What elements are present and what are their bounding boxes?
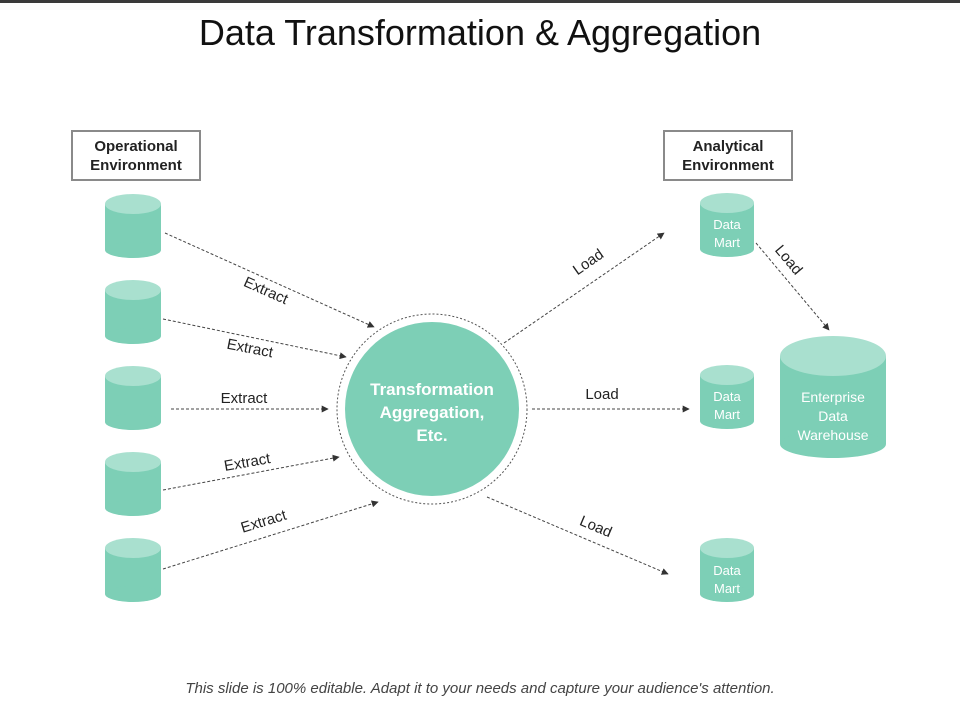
extract-arrow-1 — [164, 232, 375, 328]
analytical-label-line2: Environment — [682, 157, 774, 174]
warehouse-label-line2: Data — [818, 408, 848, 424]
source-database-3 — [105, 366, 161, 430]
extract-label-3: Extract — [221, 390, 269, 407]
extract-label-4: Extract — [223, 450, 273, 475]
extract-label-2: Extract — [225, 336, 275, 362]
load-arrow-top — [503, 232, 665, 344]
data-mart-top-line1: Data — [713, 217, 741, 232]
center-label-line1: Transformation — [370, 380, 494, 399]
source-database-1 — [105, 194, 161, 258]
transformation-circle — [345, 322, 519, 496]
warehouse-label-line3: Warehouse — [797, 427, 868, 443]
extract-arrow-2 — [162, 318, 347, 360]
center-label-line2: Aggregation, — [380, 403, 485, 422]
load-label-warehouse: Load — [771, 242, 805, 278]
load-label-middle: Load — [585, 386, 618, 403]
center-label-line3: Etc. — [416, 426, 447, 445]
load-label-bottom: Load — [577, 513, 614, 542]
data-mart-bottom-line2: Mart — [714, 581, 740, 596]
operational-label-line1: Operational — [94, 138, 178, 155]
operational-label-line2: Environment — [90, 157, 182, 174]
data-mart-middle-line2: Mart — [714, 407, 740, 422]
enterprise-data-warehouse: Enterprise Data Warehouse — [780, 336, 886, 458]
operational-environment-box: Operational Environment — [71, 130, 201, 181]
transformation-outer-ring — [336, 313, 528, 505]
top-rule — [0, 0, 960, 3]
source-database-4 — [105, 452, 161, 516]
analytical-environment-box: Analytical Environment — [663, 130, 793, 181]
analytical-label-line1: Analytical — [692, 138, 764, 155]
extract-arrow-5 — [162, 500, 379, 570]
load-arrow-bottom — [486, 496, 669, 575]
data-mart-top: Data Mart — [700, 193, 754, 257]
source-database-2 — [105, 280, 161, 344]
page-title: Data Transformation & Aggregation — [198, 12, 762, 53]
warehouse-label-line1: Enterprise — [801, 389, 865, 405]
load-arrow-warehouse — [755, 242, 830, 331]
data-mart-bottom-line1: Data — [713, 563, 741, 578]
extract-label-5: Extract — [239, 507, 289, 537]
data-mart-middle: Data Mart — [700, 365, 754, 429]
load-label-top: Load — [570, 246, 607, 279]
data-mart-top-line2: Mart — [714, 235, 740, 250]
data-mart-middle-line1: Data — [713, 389, 741, 404]
source-database-5 — [105, 538, 161, 602]
footer-note: This slide is 100% editable. Adapt it to… — [185, 680, 775, 697]
data-mart-bottom: Data Mart — [700, 538, 754, 602]
